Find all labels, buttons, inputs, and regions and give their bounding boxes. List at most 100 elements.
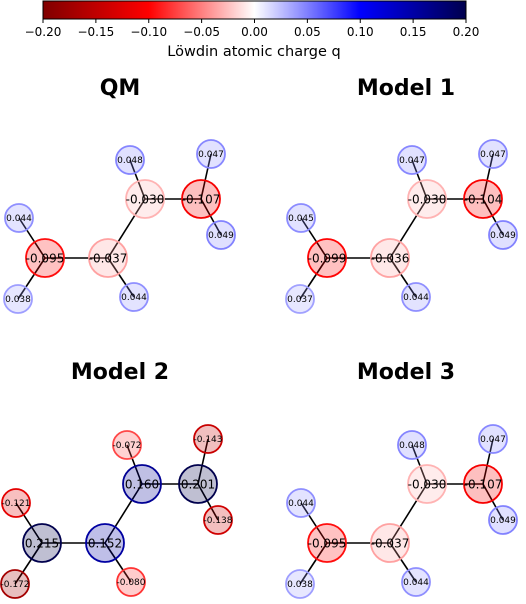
hydrogen-atom <box>401 567 431 597</box>
panel-title: Model 2 <box>71 360 169 385</box>
bond <box>15 502 43 544</box>
carbon-atom <box>181 179 221 219</box>
atom-charge-label: 0.038 <box>5 295 31 305</box>
hydrogen-atom <box>196 139 226 169</box>
atom-charge-label: -0.072 <box>112 441 141 451</box>
atom-charge-label: 0.049 <box>208 231 234 241</box>
atom-charge-label: 0.044 <box>403 578 429 588</box>
atom-charge-label: -0.107 <box>464 477 503 491</box>
carbon-atom <box>370 238 410 278</box>
bond <box>411 159 428 200</box>
atom-charge-label: 0.160 <box>125 477 159 491</box>
atom-charge-label: 0.044 <box>6 214 32 224</box>
hydrogen-atom <box>285 569 315 599</box>
bond <box>104 542 132 583</box>
atom-charge-label: 0.215 <box>25 536 59 550</box>
colorbar-tick-label: 0.10 <box>347 25 374 39</box>
carbon-atom <box>307 523 347 563</box>
atom-charge-label: 0.152 <box>88 536 122 550</box>
bond <box>197 483 219 521</box>
atom-charge-label: -0.095 <box>308 536 347 550</box>
hydrogen-atom <box>116 567 146 597</box>
hydrogen-atom <box>193 424 223 454</box>
bond <box>107 257 135 298</box>
bond <box>389 483 428 544</box>
panel-title: Model 3 <box>357 360 455 385</box>
atom-charge-label: -0.138 <box>203 516 232 526</box>
hydrogen-atom <box>4 203 34 233</box>
carbon-atom <box>307 238 347 278</box>
bond <box>389 198 428 259</box>
carbon-atom <box>178 464 218 504</box>
hydrogen-atom <box>119 282 149 312</box>
hydrogen-atom <box>1 488 31 518</box>
hydrogen-atom <box>397 430 427 460</box>
atom-charge-label: 0.048 <box>117 156 143 166</box>
bond <box>299 257 328 300</box>
hydrogen-atom <box>478 139 508 169</box>
bond <box>300 217 328 259</box>
carbon-atom <box>122 464 162 504</box>
bond <box>107 198 146 259</box>
atom-charge-label: -0.107 <box>182 192 221 206</box>
hydrogen-atom <box>286 488 316 518</box>
hydrogen-atom <box>397 145 427 175</box>
atom-charge-label: -0.095 <box>26 251 65 265</box>
atom-charge-label: 0.044 <box>121 293 147 303</box>
bond <box>299 542 328 585</box>
hydrogen-atom <box>112 430 142 460</box>
bond <box>389 542 417 583</box>
carbon-atom <box>407 179 447 219</box>
bond <box>126 444 143 485</box>
carbon-atom <box>22 523 62 563</box>
hydrogen-atom <box>286 203 316 233</box>
atom-charge-label: -0.037 <box>89 251 128 265</box>
colorbar-tick-label: −0.05 <box>183 25 220 39</box>
atom-charge-label: -0.036 <box>371 251 410 265</box>
atom-charge-label: -0.121 <box>1 499 30 509</box>
atom-charge-label: 0.045 <box>288 214 314 224</box>
bond <box>482 153 494 200</box>
atom-charge-label: 0.049 <box>490 516 516 526</box>
bond <box>482 483 504 521</box>
bond <box>200 153 212 200</box>
colorbar-tick-label: −0.15 <box>77 25 114 39</box>
atom-charge-label: 0.048 <box>399 441 425 451</box>
atom-charge-label: 0.047 <box>480 150 506 160</box>
colorbar-tick-label: 0.00 <box>241 25 268 39</box>
atom-charge-label: -0.104 <box>464 192 503 206</box>
atom-charge-label: 0.047 <box>399 156 425 166</box>
bond <box>18 217 46 259</box>
carbon-atom <box>463 464 503 504</box>
atom-charge-label: 0.044 <box>288 499 314 509</box>
carbon-atom <box>25 238 65 278</box>
atom-charge-label: -0.080 <box>116 578 145 588</box>
bond <box>197 438 209 485</box>
colorbar-tick-label: −0.10 <box>130 25 167 39</box>
hydrogen-atom <box>3 284 33 314</box>
carbon-atom <box>407 464 447 504</box>
atom-charge-label: 0.047 <box>480 435 506 445</box>
atom-charge-label: 0.201 <box>181 477 215 491</box>
hydrogen-atom <box>0 569 30 599</box>
atom-charge-label: -0.037 <box>371 536 410 550</box>
bond <box>482 438 494 485</box>
atom-charge-label: 0.044 <box>403 293 429 303</box>
colorbar-tick-label: 0.05 <box>294 25 321 39</box>
hydrogen-atom <box>285 284 315 314</box>
carbon-atom <box>370 523 410 563</box>
carbon-atom <box>125 179 165 219</box>
hydrogen-atom <box>203 505 233 535</box>
atom-charge-label: 0.047 <box>198 150 224 160</box>
bond <box>104 483 143 544</box>
atom-charge-label: -0.030 <box>126 192 165 206</box>
hydrogen-atom <box>488 505 518 535</box>
atom-charge-label: -0.099 <box>308 251 347 265</box>
carbon-atom <box>463 179 503 219</box>
hydrogen-atom <box>478 424 508 454</box>
bond <box>200 198 222 236</box>
